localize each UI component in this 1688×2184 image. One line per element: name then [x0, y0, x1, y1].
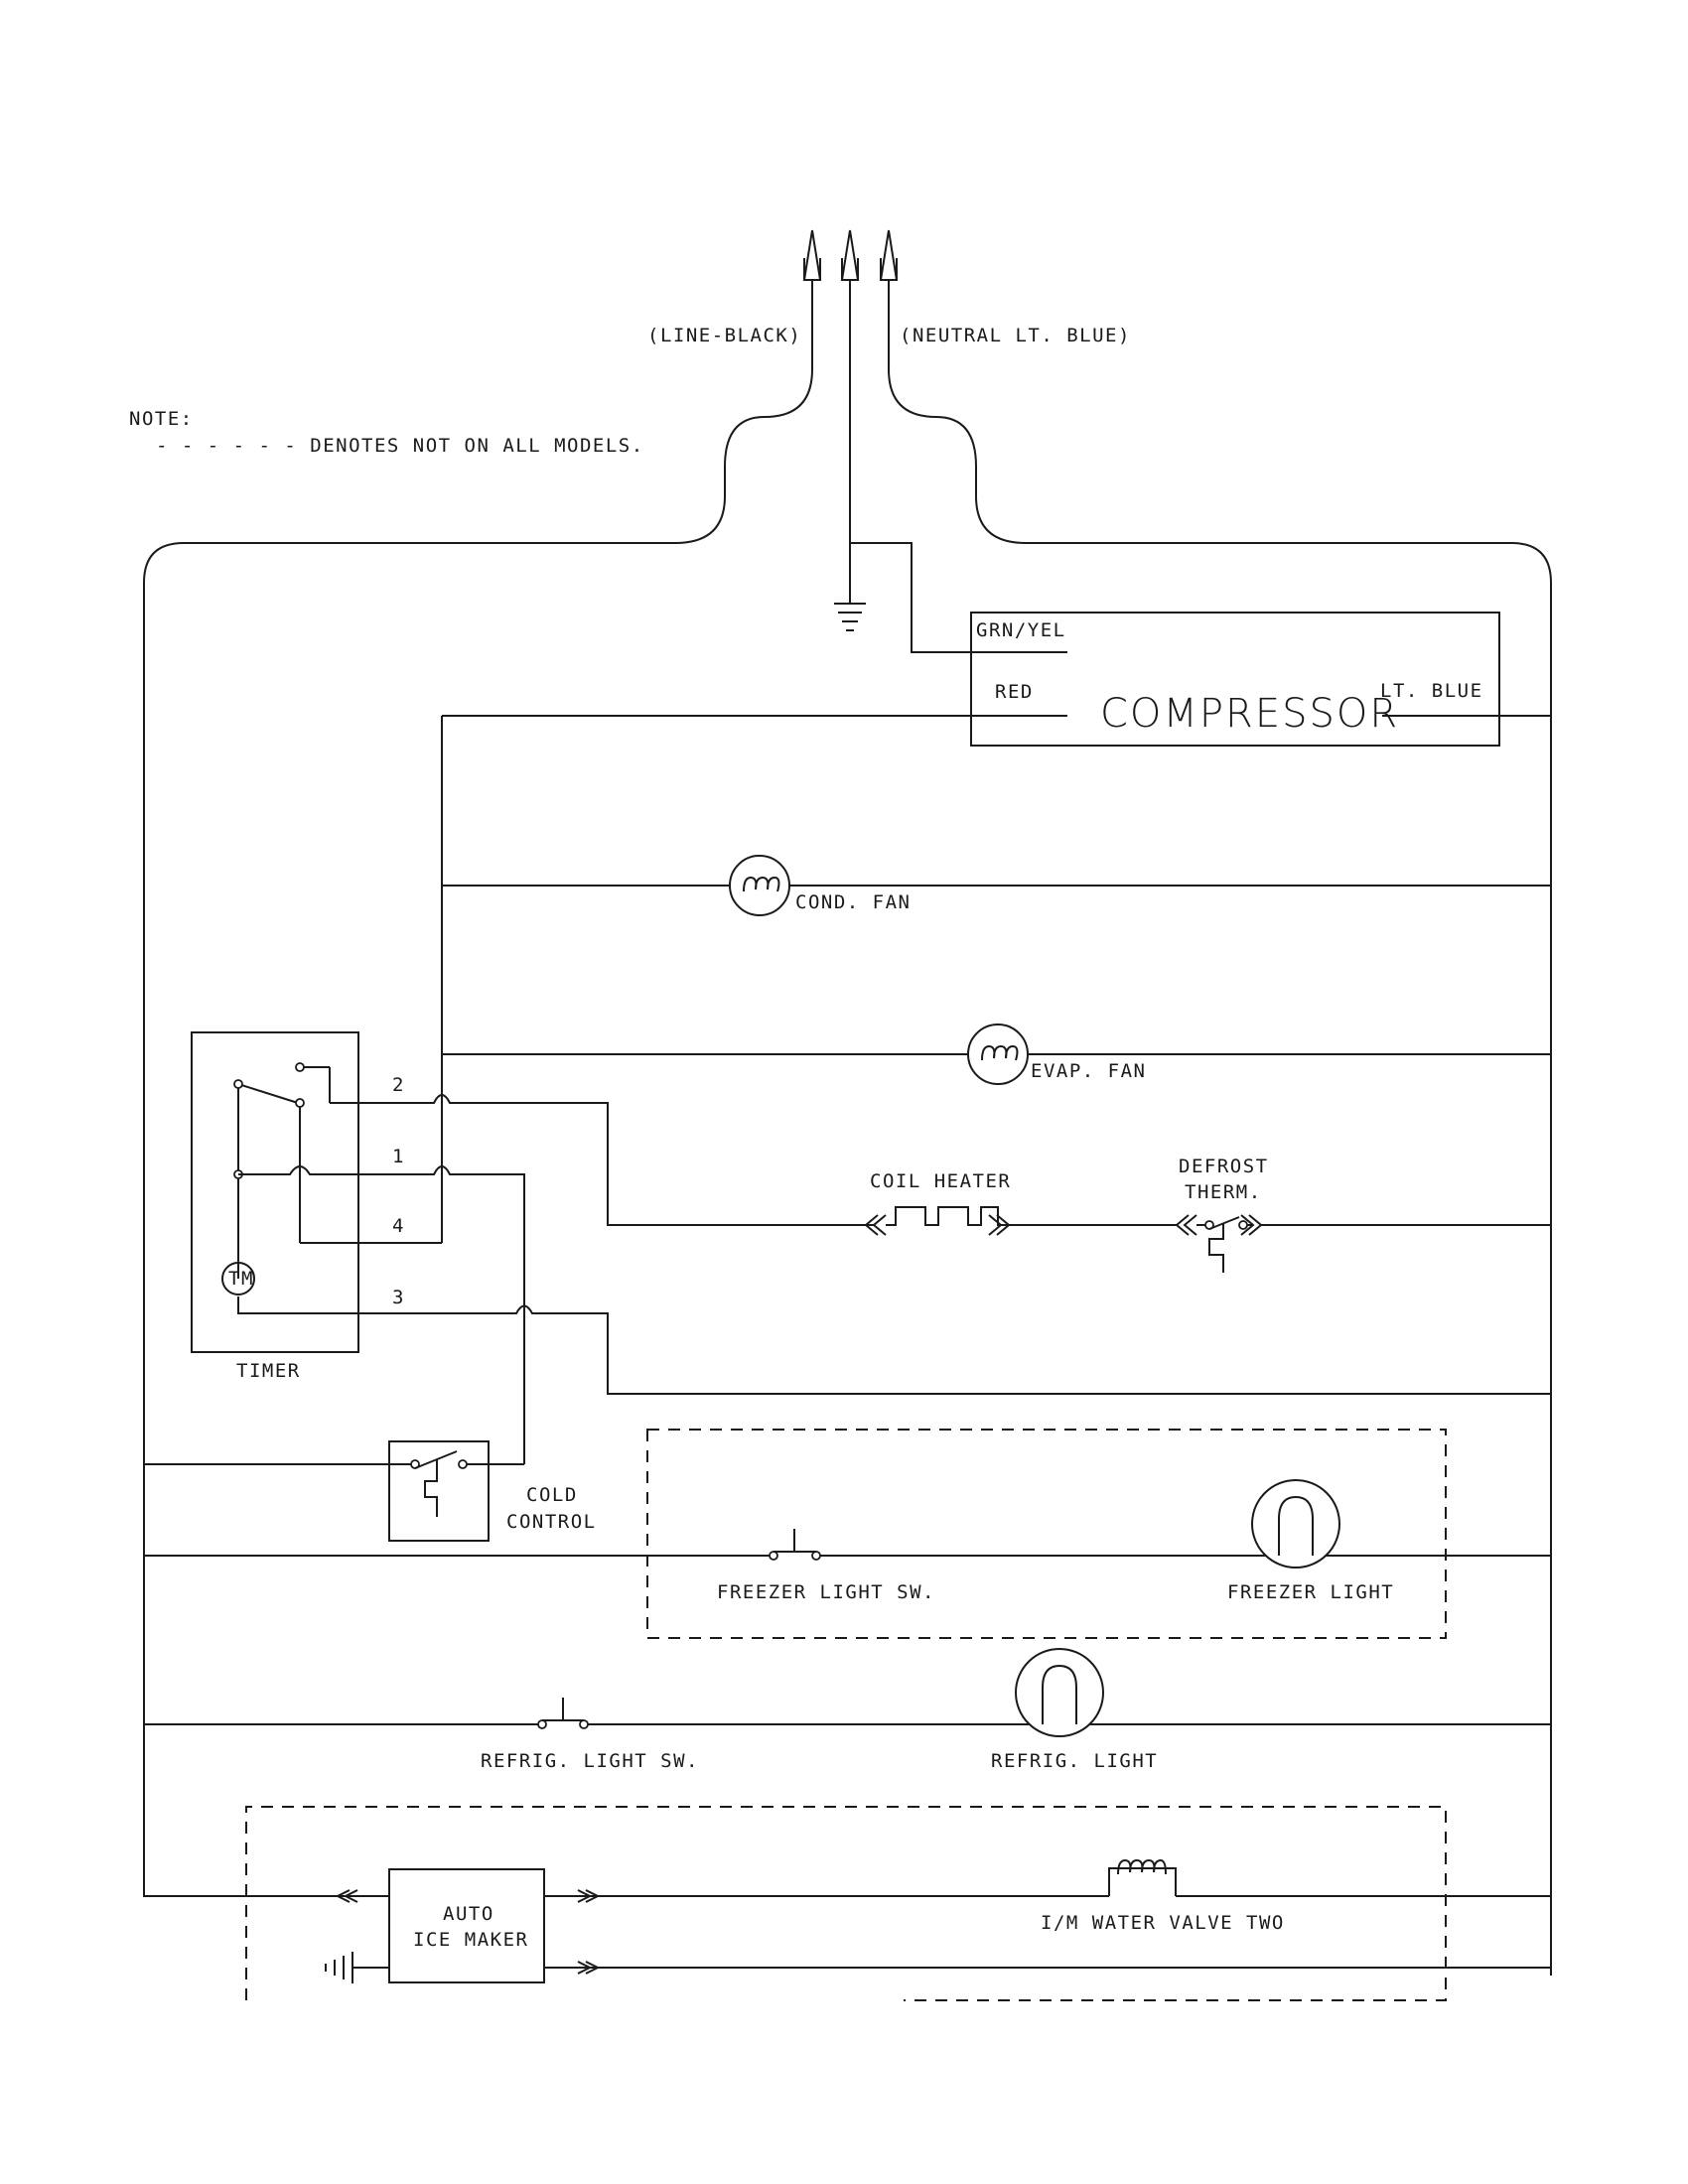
note-text: - - - - - - DENOTES NOT ON ALL MODELS.	[156, 435, 644, 457]
compressor-label: COMPRESSOR	[1100, 691, 1399, 737]
timer-motor-icon	[221, 1262, 255, 1296]
compressor-box	[970, 612, 1500, 747]
timer-contacts	[233, 1062, 1551, 1464]
ice-maker-ground-icon	[325, 1952, 389, 1983]
water-valve-icon	[1108, 1858, 1177, 1896]
cond-fan-icon	[729, 855, 790, 916]
refrig-light-switch-icon	[537, 1698, 589, 1729]
compressor-lt-blue-label: LT. BLUE	[1380, 680, 1483, 702]
timer-terminal-4: 4	[392, 1215, 403, 1237]
cold-control-icon	[410, 1450, 468, 1517]
refrig-light-label: REFRIG. LIGHT	[991, 1750, 1158, 1772]
defrost-therm-icon	[1175, 1214, 1263, 1273]
timer-box	[191, 1031, 359, 1353]
coil-heater-icon	[864, 1206, 1011, 1236]
timer-terminal-2: 2	[392, 1074, 403, 1096]
ice-maker-label-line1: AUTO	[443, 1903, 494, 1925]
neutral-wire	[888, 280, 1552, 1976]
refrig-light-bulb-icon	[1015, 1648, 1104, 1737]
cond-fan-label: COND. FAN	[795, 891, 911, 913]
line-black-label: (LINE-BLACK)	[647, 325, 801, 346]
line-black-wire	[143, 280, 813, 1897]
defrost-therm-label-line1: DEFROST	[1179, 1156, 1269, 1177]
freezer-light-switch-label: FREEZER LIGHT SW.	[717, 1581, 935, 1603]
evap-fan-label: EVAP. FAN	[1031, 1060, 1146, 1082]
freezer-light-optional-box	[646, 1429, 1447, 1639]
cold-control-box	[388, 1440, 490, 1542]
ice-maker-label-line2: ICE MAKER	[413, 1929, 528, 1951]
freezer-light-label: FREEZER LIGHT	[1227, 1581, 1394, 1603]
ice-maker-box	[388, 1868, 545, 1983]
freezer-light-bulb-icon	[1251, 1479, 1340, 1569]
neutral-label: (NEUTRAL LT. BLUE)	[900, 325, 1131, 346]
freezer-light-switch-icon	[769, 1529, 821, 1561]
timer-terminal-1: 1	[392, 1146, 403, 1167]
timer-terminal-3: 3	[392, 1287, 403, 1308]
evap-fan-icon	[967, 1024, 1029, 1085]
timer-label: TIMER	[236, 1360, 301, 1382]
timer-motor-label: TM	[228, 1268, 254, 1290]
coil-heater-label: COIL HEATER	[870, 1170, 1011, 1192]
refrig-light-switch-label: REFRIG. LIGHT SW.	[481, 1750, 699, 1772]
ground-wire	[849, 280, 971, 653]
compressor-red-label: RED	[995, 681, 1034, 703]
cold-control-label-line1: COLD	[526, 1484, 578, 1506]
ground-icon	[834, 603, 866, 631]
compressor-grn-yel-label: GRN/YEL	[976, 619, 1066, 641]
cold-control-label-line2: CONTROL	[506, 1511, 597, 1533]
note-title: NOTE:	[129, 408, 194, 430]
defrost-therm-label-line2: THERM.	[1185, 1181, 1262, 1203]
power-cord-arrows	[802, 229, 899, 281]
water-valve-label: I/M WATER VALVE TWO	[1041, 1912, 1285, 1934]
ice-maker-optional-box	[245, 1806, 1447, 2001]
